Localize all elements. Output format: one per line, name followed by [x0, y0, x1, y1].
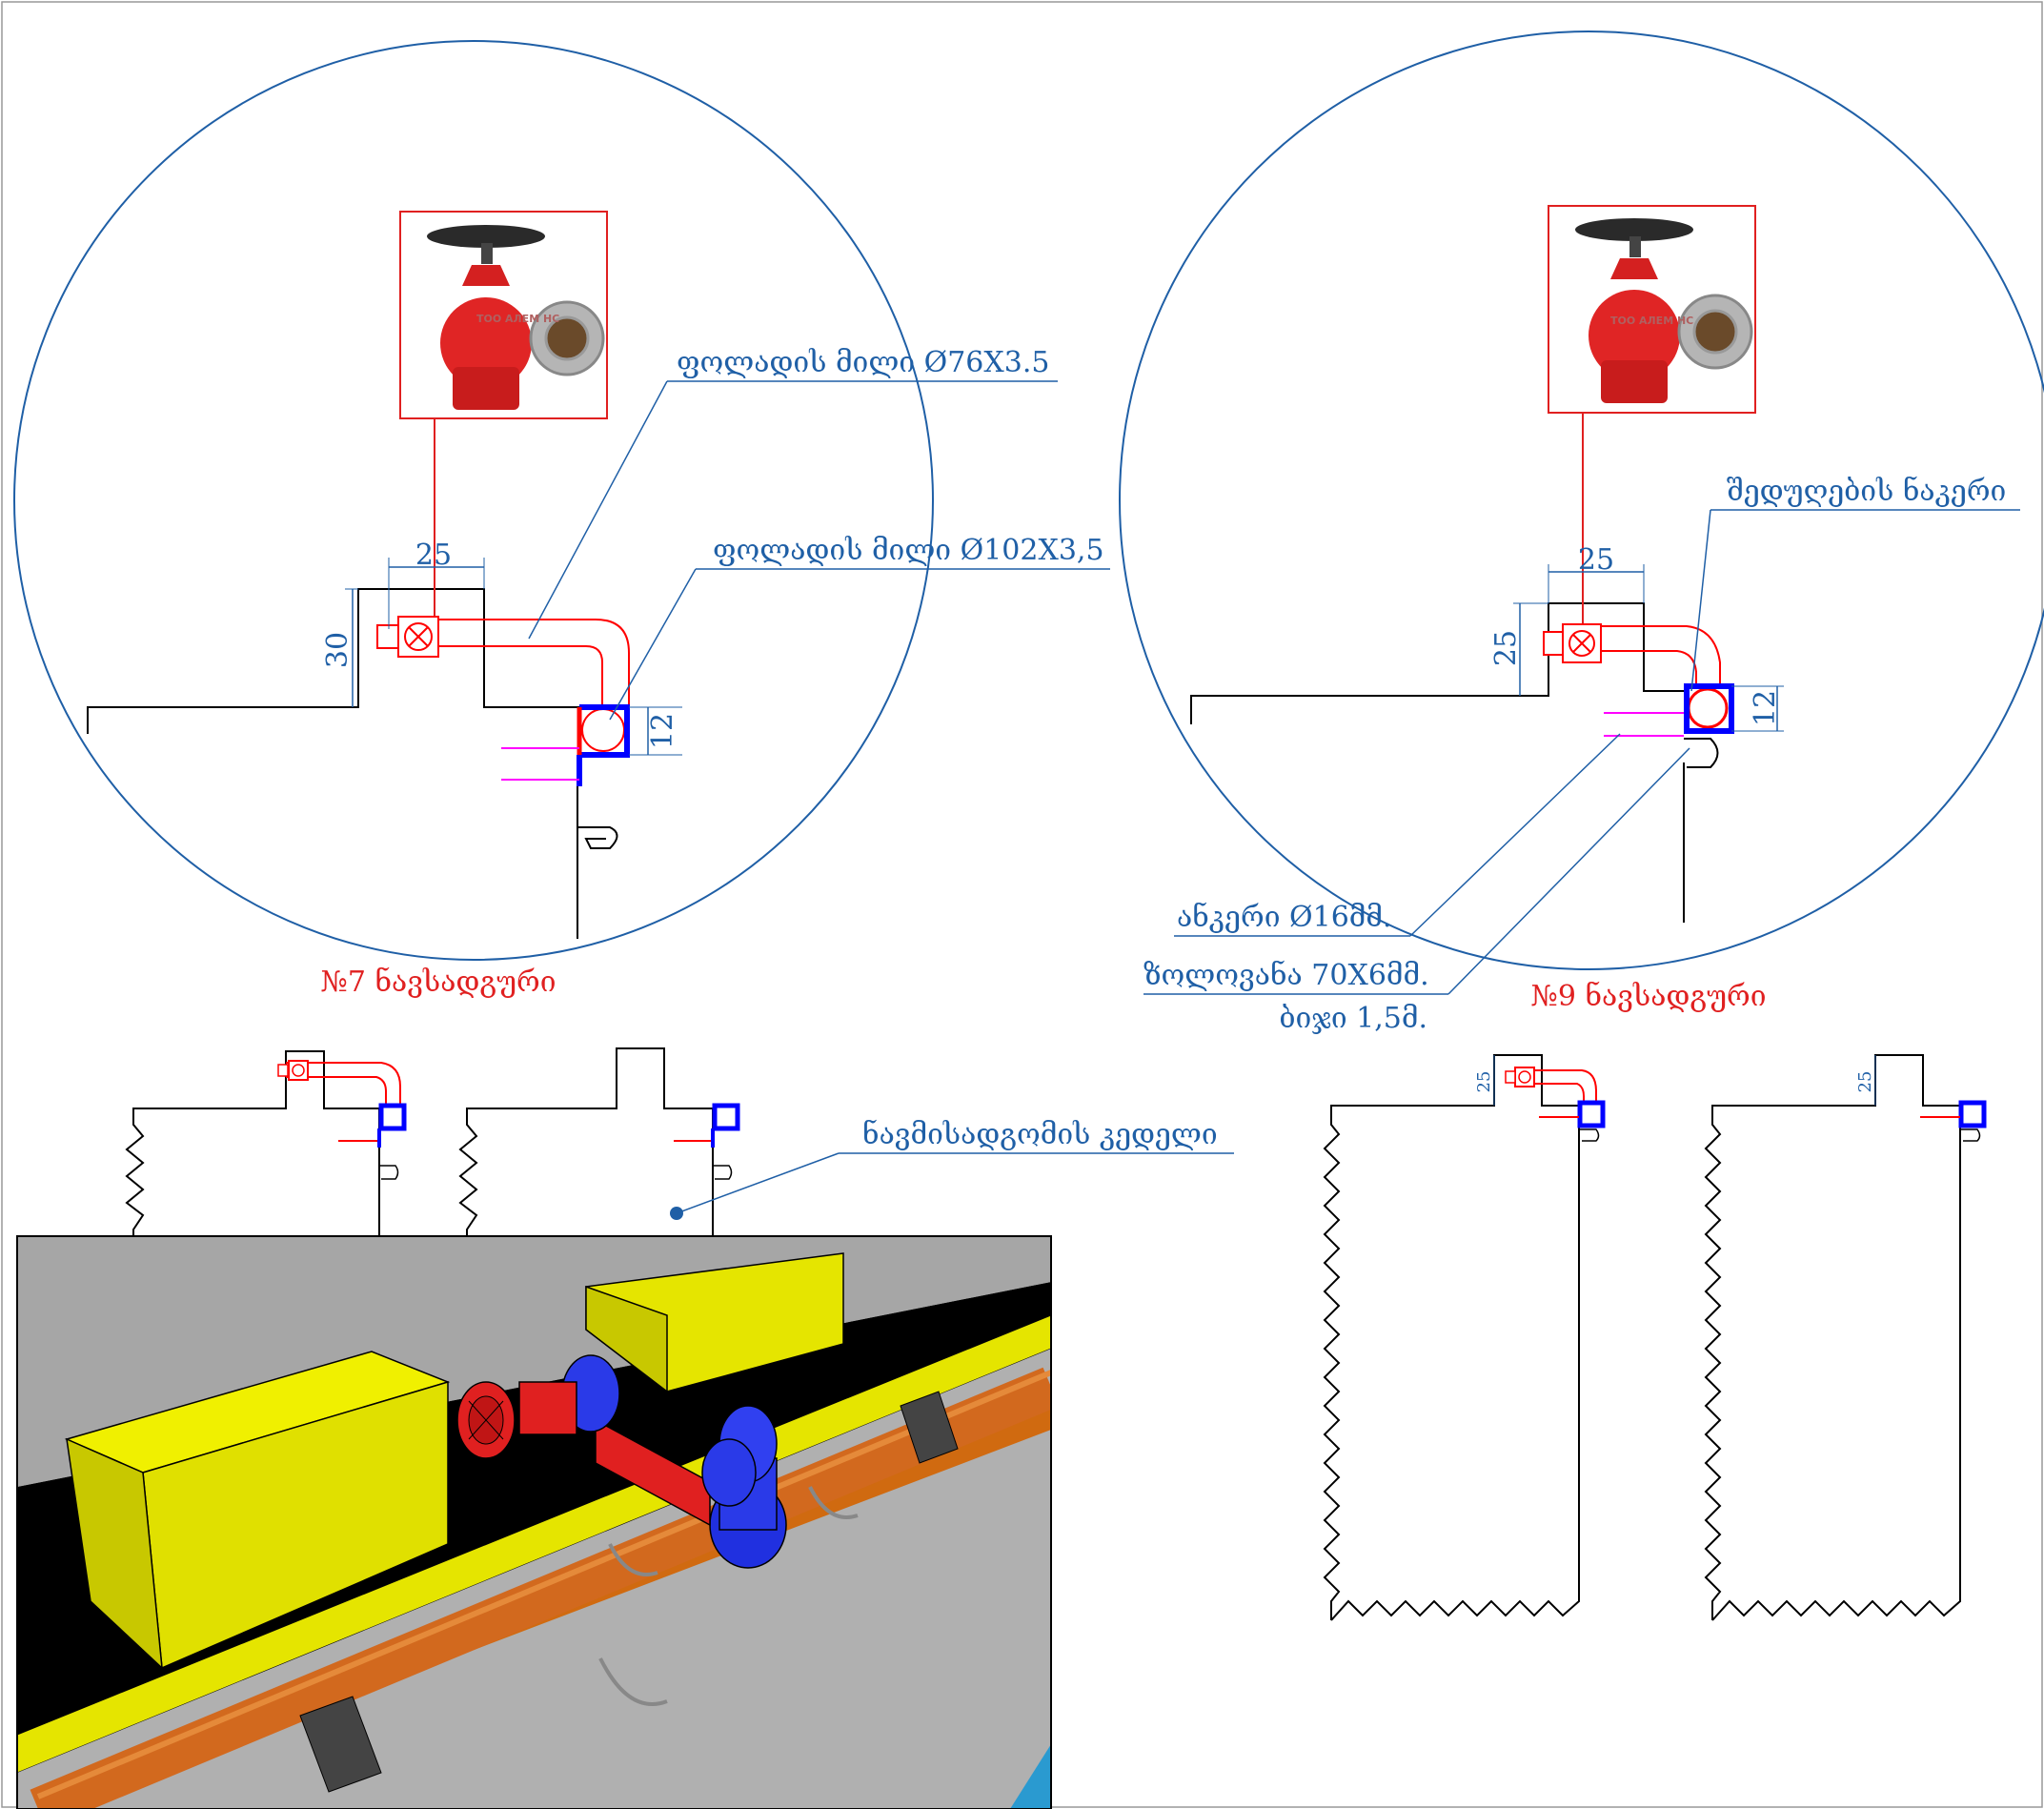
title-pier-9: №9 ნავსადგური: [1530, 980, 1766, 1013]
title-pier-7: №7 ნავსადგური: [320, 965, 556, 999]
dim-pipe-2: 12: [1749, 690, 1782, 726]
label-anchor: ანკერი Ø16მმ.: [1177, 901, 1392, 934]
detail-circle-2: [1119, 30, 2044, 970]
detail-circle-1: [13, 40, 934, 961]
dim-height-s3: 25: [1474, 1071, 1494, 1093]
anchor-hook-1: [577, 826, 618, 849]
dim-height-1: 30: [321, 632, 354, 668]
hydrant-valve-icon-2: ТОО АЛЕМ НС: [1575, 218, 1753, 403]
section-small-left: [125, 1050, 407, 1239]
dim-pipe-1: 12: [646, 713, 679, 749]
label-wall: ნავმისადგომის კედელი: [862, 1118, 1218, 1151]
section-right-1: 25: [1323, 1054, 1606, 1621]
svg-text:ТОО АЛЕМ НС: ТОО АЛЕМ НС: [476, 313, 559, 325]
render-3d: [16, 1235, 1052, 1809]
label-pipe76: ფოლადის მილი Ø76X3.5: [677, 346, 1049, 379]
section-right-2: 25: [1704, 1054, 1987, 1621]
label-step: ბიჯი 1,5მ.: [1279, 1002, 1427, 1035]
hydrant-valve-icon: ТОО АЛЕМ НС: [427, 225, 605, 410]
section-small-middle: ნავმისადგომის კედელი: [458, 1047, 1234, 1239]
detail-pier-9: ТОО АЛЕМ НС 25 25 12 შედუღების ნაკერი ან…: [1119, 30, 2044, 1035]
dim-height-2: 25: [1489, 630, 1523, 666]
label-weld: შედუღების ნაკერი: [1727, 475, 2006, 508]
dim-height-s4: 25: [1855, 1071, 1875, 1093]
svg-text:ТОО АЛЕМ НС: ТОО АЛЕМ НС: [1610, 315, 1693, 327]
label-strip: ზოლოვანა 70X6მმ.: [1143, 959, 1429, 992]
dim-width-1: 25: [415, 539, 452, 572]
dim-width-2: 25: [1578, 543, 1614, 577]
detail-pier-7: ТОО АЛЕМ НС 25 30 12 ფოლადის მილი Ø76X3: [13, 40, 1110, 999]
label-pipe102: ფოლადის მილი Ø102X3,5: [713, 534, 1104, 567]
